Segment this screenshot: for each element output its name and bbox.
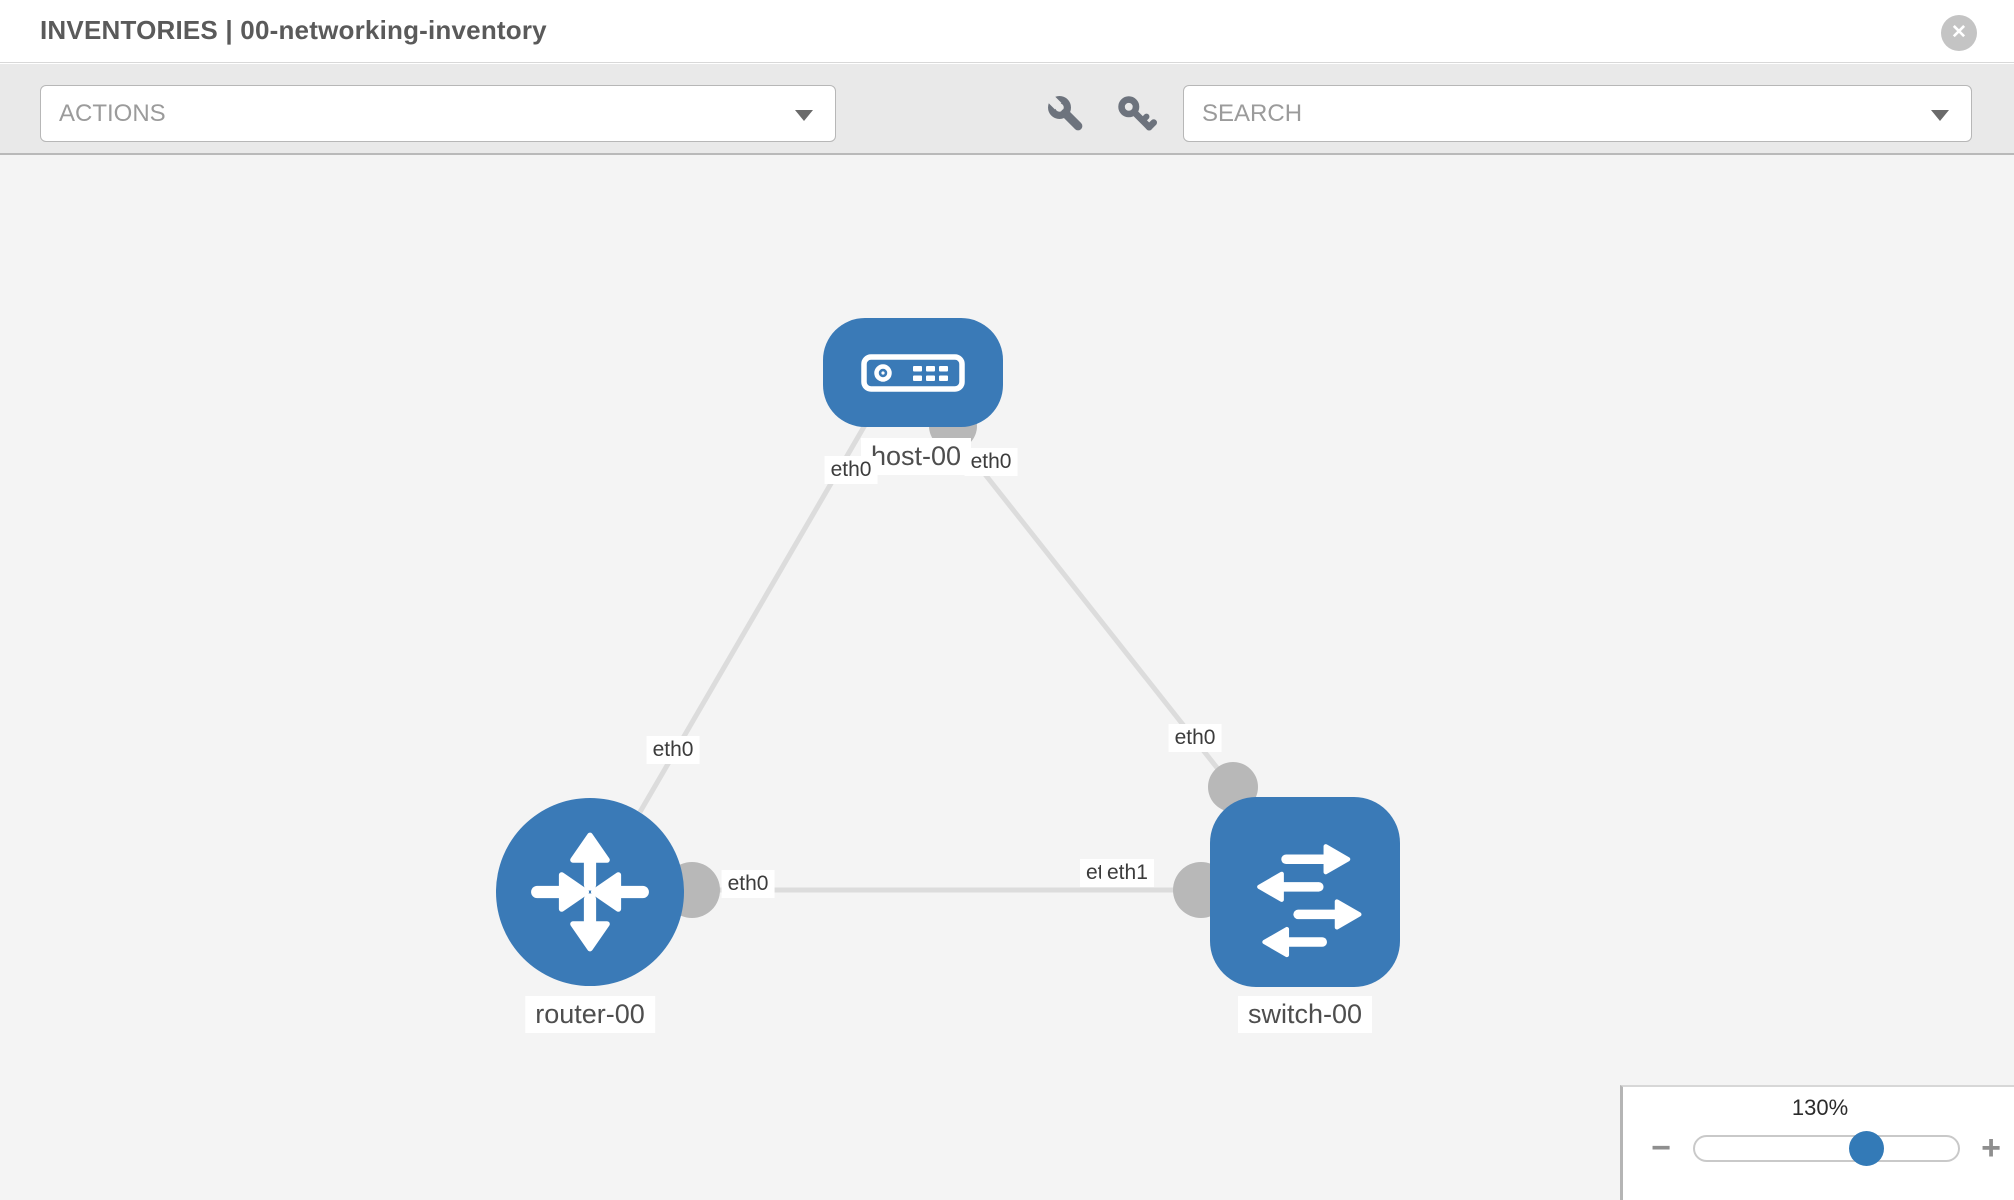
node-label-router-00: router-00 (525, 996, 655, 1033)
zoom-in-button[interactable]: + (1981, 1129, 2001, 1167)
zoom-percentage: 130% (1791, 1095, 1849, 1120)
page-title: INVENTORIES | 00-networking-inventory (40, 15, 547, 45)
node-label-host-00: host-00 (860, 438, 972, 475)
iface-label-router-eth0: eth0 (721, 870, 775, 898)
actions-dropdown[interactable]: ACTIONS (40, 85, 836, 142)
iface-label-host-right: eth0 (964, 448, 1018, 476)
iface-label-host-left: eth0 (824, 456, 878, 484)
router-icon (531, 832, 649, 952)
chevron-down-icon (795, 110, 813, 121)
node-label-switch-00: switch-00 (1237, 996, 1373, 1033)
iface-label-switch-eth1: eth1 (1101, 859, 1154, 887)
node-host-00[interactable] (823, 318, 1003, 427)
wrench-icon (1047, 95, 1083, 130)
node-switch-00[interactable] (1210, 797, 1400, 987)
zoom-out-button[interactable]: − (1651, 1129, 1671, 1167)
search-dropdown-label: SEARCH (1202, 100, 1303, 127)
chevron-down-icon (1931, 110, 1949, 121)
topology-canvas[interactable] (0, 155, 2014, 1200)
switch-icon (1257, 844, 1362, 958)
zoom-slider[interactable] (1693, 1135, 1960, 1162)
toolbar: ACTIONS SEARC (0, 64, 2014, 155)
close-icon[interactable]: ✕ (1941, 15, 1977, 51)
header-bar: INVENTORIES | 00-networking-inventory ✕ (0, 0, 2014, 63)
node-router-00[interactable] (496, 798, 684, 986)
key-icon (1118, 95, 1157, 130)
host-icon (861, 353, 965, 392)
zoom-control-panel: 130% − + (1620, 1085, 2014, 1200)
search-dropdown[interactable]: SEARCH (1183, 85, 1972, 142)
configure-button[interactable] (1038, 85, 1094, 142)
credentials-button[interactable] (1108, 85, 1164, 142)
actions-dropdown-label: ACTIONS (59, 100, 166, 127)
iface-label-host-router: eth0 (646, 736, 700, 764)
zoom-slider-thumb[interactable] (1849, 1131, 1884, 1166)
iface-label-host-switch: eth0 (1168, 724, 1222, 752)
